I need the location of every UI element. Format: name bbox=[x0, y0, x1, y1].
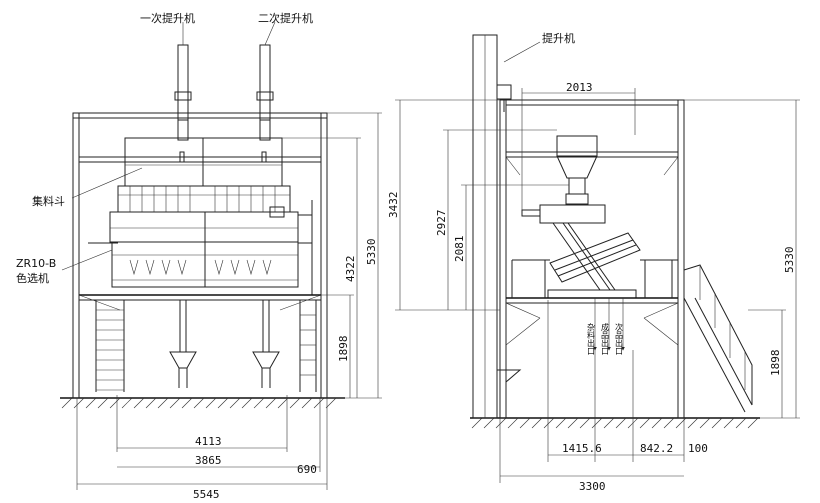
label-sorter-model: ZR10-B bbox=[16, 257, 56, 270]
ladder-left bbox=[95, 300, 125, 392]
label-secondary-elevator: 二次提升机 bbox=[258, 11, 313, 25]
dim-bottom-a-side: 1415.6 bbox=[562, 442, 602, 455]
dim-overall-width-front: 5545 bbox=[193, 488, 220, 501]
side-dimensions-vertical bbox=[395, 99, 800, 419]
dim-overall-width-side: 3300 bbox=[579, 480, 606, 493]
front-dimensions-vertical bbox=[282, 112, 382, 399]
ground-hatching-front bbox=[61, 397, 337, 409]
ladder-right bbox=[299, 300, 317, 392]
side-stairs bbox=[683, 264, 753, 413]
label-primary-elevator: 一次提升机 bbox=[140, 11, 195, 25]
label-outlet-secondary: 次品出口 bbox=[615, 322, 624, 355]
dim-top-width-side: 2013 bbox=[566, 81, 593, 94]
side-dimensions-horizontal bbox=[499, 88, 685, 483]
dim-bottom-c-side: 100 bbox=[688, 442, 708, 455]
primary-elevator-front bbox=[174, 44, 192, 141]
dim-platform-height-front: 1898 bbox=[337, 336, 350, 363]
side-elevator bbox=[472, 34, 512, 419]
secondary-elevator-front bbox=[256, 44, 274, 141]
ground-hatching-side bbox=[471, 417, 759, 429]
label-side-elevator: 提升机 bbox=[542, 31, 575, 45]
dim-bottom-b-side: 842.2 bbox=[640, 442, 673, 455]
label-collecting-hopper: 集料斗 bbox=[32, 194, 65, 208]
dim-height-b-side: 2927 bbox=[435, 210, 448, 237]
dim-platform-height-side: 1898 bbox=[769, 350, 782, 377]
dim-total-height-front: 5330 bbox=[365, 239, 378, 266]
dim-upper-height-front: 4322 bbox=[344, 256, 357, 283]
dim-span-inner: 4113 bbox=[195, 435, 222, 448]
dim-side-offset: 690 bbox=[297, 463, 317, 476]
dim-span-platform: 3865 bbox=[195, 454, 222, 467]
side-sorter bbox=[521, 135, 641, 299]
dim-height-c-side: 2081 bbox=[453, 236, 466, 263]
label-sorter-name: 色选机 bbox=[16, 271, 49, 285]
front-dimensions-horizontal bbox=[76, 395, 328, 490]
front-supports bbox=[169, 300, 280, 388]
dim-total-height-side: 5330 bbox=[783, 247, 796, 274]
color-sorter-machine bbox=[109, 185, 299, 288]
label-outlet-reject: 杂料出口 bbox=[587, 323, 596, 355]
side-view: 杂料出口 成品出口 次品出口 提升机 bbox=[387, 31, 800, 493]
label-outlet-product: 成品出口 bbox=[601, 322, 610, 355]
front-view: 一次提升机 二次提升机 集料斗 ZR10-B 色选机 4113 3865 690… bbox=[16, 11, 382, 501]
dim-height-a-side: 3432 bbox=[387, 192, 400, 219]
